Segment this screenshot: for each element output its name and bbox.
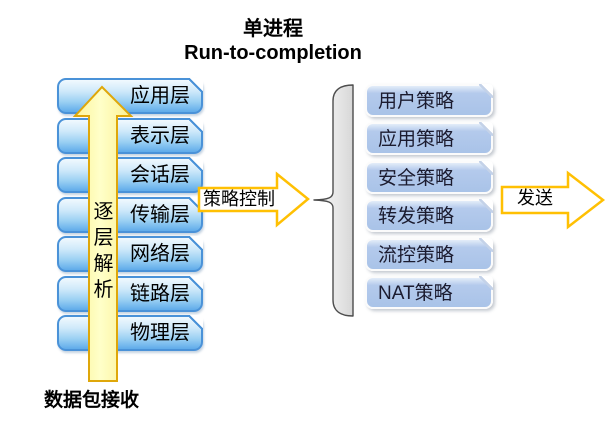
- folded-corner-icon: [188, 315, 203, 330]
- policy-label: 应用策略: [378, 129, 455, 150]
- policy-label: 安全策略: [378, 168, 455, 189]
- layer-label: 链路层: [130, 283, 190, 305]
- policy-box-flowctl: 流控策略: [365, 238, 493, 271]
- policy-label: NAT策略: [378, 283, 453, 304]
- layer-box-physical: 物理层: [57, 315, 203, 351]
- layer-box-link: 链路层: [57, 276, 203, 312]
- policy-box-app: 应用策略: [365, 122, 493, 155]
- send-arrow-icon: [500, 170, 606, 230]
- layer-label: 传输层: [130, 204, 190, 226]
- layer-box-presentation: 表示层: [57, 118, 203, 154]
- left-brace-icon: [313, 84, 354, 317]
- policy-arrow-icon: [197, 171, 310, 228]
- policy-box-forward: 转发策略: [365, 199, 493, 232]
- layer-box-network: 网络层: [57, 236, 203, 272]
- folded-corner-icon: [188, 78, 203, 93]
- policy-label: 转发策略: [378, 206, 455, 227]
- layer-label: 会话层: [130, 164, 190, 186]
- up-arrow-icon: [72, 85, 134, 382]
- diagram-title: 单进程 Run-to-completion: [112, 17, 434, 65]
- policy-label: 用户策略: [378, 91, 455, 112]
- folded-corner-icon: [188, 236, 203, 251]
- layer-box-session: 会话层: [57, 157, 203, 193]
- folded-corner-icon: [479, 276, 493, 290]
- policy-box-security: 安全策略: [365, 161, 493, 194]
- folded-corner-icon: [479, 238, 493, 252]
- layer-label: 物理层: [130, 322, 190, 344]
- folded-corner-icon: [188, 157, 203, 172]
- folded-corner-icon: [479, 122, 493, 136]
- policy-box-nat: NAT策略: [365, 276, 493, 309]
- receive-label: 数据包接收: [44, 390, 140, 411]
- folded-corner-icon: [479, 161, 493, 175]
- layer-label: 网络层: [130, 243, 190, 265]
- layer-label: 表示层: [130, 125, 190, 147]
- title-line1: 单进程: [243, 18, 303, 40]
- folded-corner-icon: [188, 118, 203, 133]
- up-arrow-label: 逐层解析: [93, 201, 114, 301]
- send-arrow-label: 发送: [517, 188, 553, 208]
- policy-label: 流控策略: [378, 245, 455, 266]
- folded-corner-icon: [479, 84, 493, 98]
- folded-corner-icon: [479, 199, 493, 213]
- policy-box-user: 用户策略: [365, 84, 493, 117]
- layer-label: 应用层: [130, 85, 190, 107]
- title-line2: Run-to-completion: [184, 42, 362, 64]
- folded-corner-icon: [188, 276, 203, 291]
- policy-arrow-label: 策略控制: [203, 189, 275, 209]
